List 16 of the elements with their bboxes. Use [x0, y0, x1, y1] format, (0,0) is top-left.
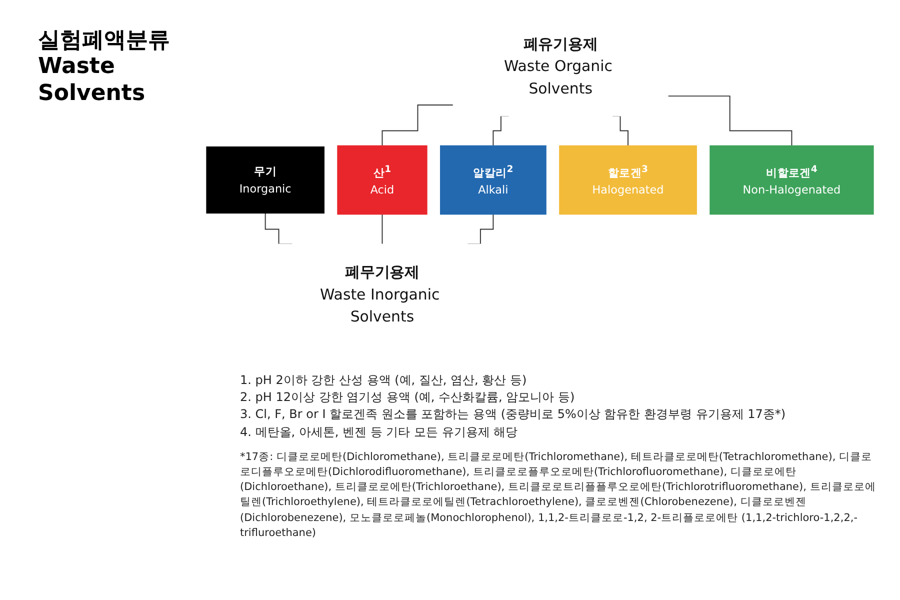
footnote: *17종: 디클로로메탄(Dichloromethane), 트리클로로메탄(Trichloromethane), 테트라클로로메탄(Tetrachloromethane), 디클로로디플루오로메탄(Dichlorodifluoromethane), 트리클로로플루오로메탄(Trichlorofluoromethane), 디클로로에탄(Dichloroethane), 트리클로로에탄(Trichloroethane), 트리클로로트리플플루오로에탄(Trichlorotrifluoromethane), 트리클로로에틸렌(Trichloroethylene), 테트라클로로에틸렌(Tetrachloroethylene), 클로로벤젠(Chlorobenezene), 디클로로벤젠(Dichlorobenezene), 모노클로로페놀(Monochlorophenol), 1,1,2-트리클로로-1,2, 2-트리플로로에탄 (1,1,2-trichloro-1,2,2,-trifluroethane): [240, 450, 877, 541]
note: 4. 메탄올, 아세톤, 벤젠 등 기타 모든 유기용제 해당: [240, 424, 519, 440]
note: 2. pH 12이상 강한 염기성 용액 (예, 수산화칼륨, 암모니아 등): [240, 389, 576, 406]
node-box: 할로겐$^{3}$ Halogenated: [559, 145, 697, 215]
title: 실험폐액분류 Waste Solvents: [38, 28, 171, 108]
note: 3. Cl, F, Br or I 할로겐족 원소를 포함하는 용액 (중량비로 5%이상 함유한 환경부령 유기용제 17종*): [240, 406, 787, 423]
node-box: 무기 Inorganic: [206, 146, 324, 214]
connector: [668, 96, 792, 146]
node-box: 비할로겐$^{4}$ Non-Halogenated: [710, 145, 874, 215]
node-box: 산$^{1}$ Acid: [337, 145, 428, 215]
node-text: 폐무기용제 Waste Inorganic Solvents: [320, 262, 440, 326]
note: 1. pH 2이하 강한 산성 용액 (예, 질산, 염산, 황산 등): [240, 372, 528, 388]
connector: [382, 214, 383, 245]
node-box: 알칼리$^{2}$ Alkali: [440, 145, 546, 215]
node-text: 폐유기용제 Waste Organic Solvents: [504, 34, 612, 98]
connector: [382, 104, 454, 146]
